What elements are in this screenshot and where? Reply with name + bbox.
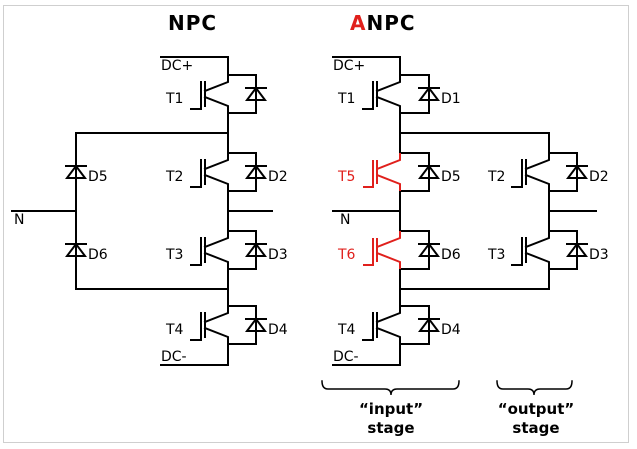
npc-d5-label: D5 [88, 169, 108, 185]
anpc-d1-label: D1 [441, 91, 461, 107]
input-stage-label-line1: “input” [359, 400, 423, 418]
anpc-d2-diode [566, 152, 588, 192]
npc-title: NPC [168, 11, 217, 35]
npc-d1-diode [245, 74, 267, 114]
anpc-t5-igbt [362, 152, 401, 192]
npc-d3-label: D3 [268, 247, 288, 263]
npc-d6-label: D6 [88, 247, 108, 263]
anpc-d6-label: D6 [441, 247, 461, 263]
anpc-d6-diode [418, 230, 440, 270]
anpc-t6-label: T6 [337, 247, 356, 263]
npc-d4-diode [245, 305, 267, 345]
anpc-dc-plus-label: DC+ [333, 58, 365, 74]
npc-d4-label: D4 [268, 322, 288, 338]
npc-d2-label: D2 [268, 169, 288, 185]
anpc-t6-igbt [362, 230, 401, 270]
diagram-frame [3, 5, 629, 443]
anpc-title: ANPC [350, 11, 416, 35]
anpc-d5-label: D5 [441, 169, 461, 185]
anpc-t2-igbt [511, 152, 550, 192]
npc-dc-minus-label: DC- [161, 349, 187, 365]
npc-t3-igbt [190, 230, 229, 270]
output-stage-label-line1: “output” [498, 400, 574, 418]
anpc-t3-label: T3 [487, 247, 505, 263]
npc-t4-igbt [190, 305, 229, 345]
anpc-t2-label: T2 [487, 169, 505, 185]
output-stage-bracket [496, 380, 573, 396]
npc-d6-diode [65, 230, 87, 270]
anpc-t5-label: T5 [337, 169, 355, 185]
anpc-n-label: N [340, 212, 350, 228]
anpc-t3-igbt [511, 230, 550, 270]
anpc-t4-label: T4 [337, 322, 356, 338]
npc-t2-label: T2 [165, 169, 183, 185]
npc-d2-diode [245, 152, 267, 192]
npc-n-label: N [14, 212, 24, 228]
npc-wires [11, 56, 273, 366]
anpc-d3-label: D3 [589, 247, 609, 263]
npc-t4-label: T4 [165, 322, 184, 338]
anpc-d4-diode [418, 305, 440, 345]
input-stage-label-line2: stage [367, 419, 414, 437]
anpc-d5-diode [418, 152, 440, 192]
anpc-d4-label: D4 [441, 322, 461, 338]
anpc-t1-igbt [362, 74, 401, 114]
npc-t2-igbt [190, 152, 229, 192]
npc-dc-plus-label: DC+ [161, 58, 193, 74]
anpc-d1-diode [418, 74, 440, 114]
anpc-t1-label: T1 [337, 91, 355, 107]
output-stage-label-line2: stage [512, 419, 559, 437]
input-stage-bracket [321, 380, 460, 396]
anpc-title-rest: NPC [366, 11, 415, 35]
anpc-dc-minus-label: DC- [333, 349, 359, 365]
anpc-d3-diode [566, 230, 588, 270]
anpc-title-accent: A [350, 11, 366, 35]
npc-d5-diode [65, 152, 87, 192]
npc-t1-label: T1 [165, 91, 183, 107]
anpc-t4-igbt [362, 305, 401, 345]
anpc-d2-label: D2 [589, 169, 609, 185]
npc-d3-diode [245, 230, 267, 270]
npc-t3-label: T3 [165, 247, 183, 263]
npc-t1-igbt [190, 74, 229, 114]
